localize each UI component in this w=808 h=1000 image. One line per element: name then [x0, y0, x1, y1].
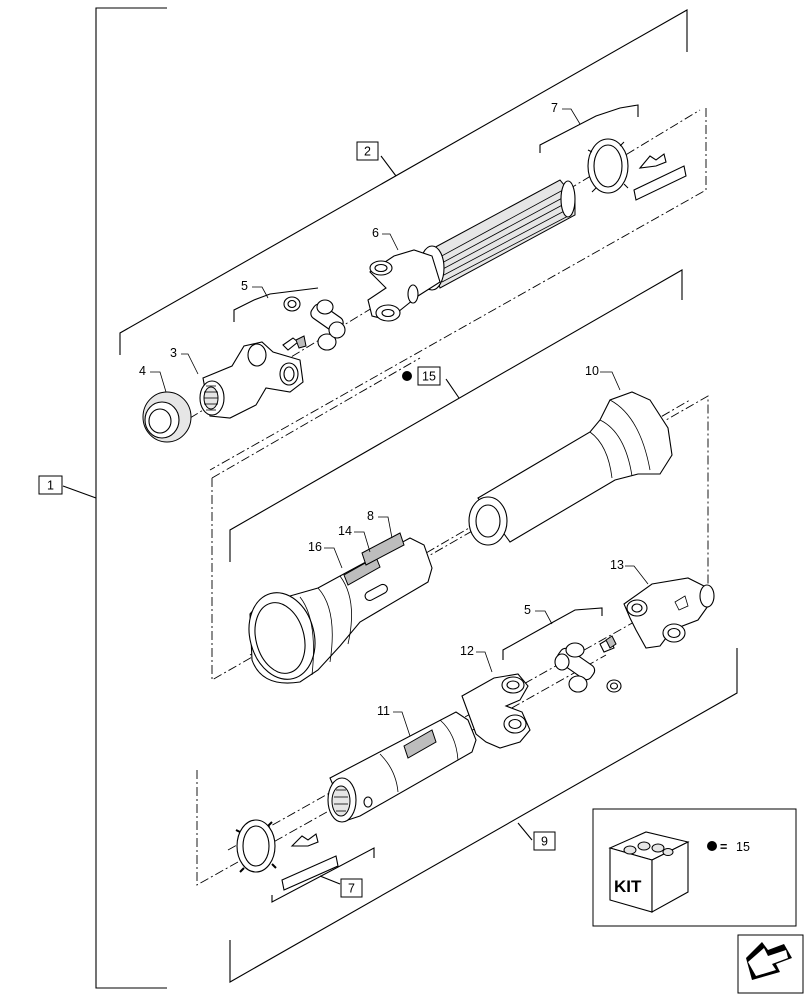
part-5-cross-upper — [282, 296, 346, 351]
part-11-tube — [327, 711, 477, 823]
callout-10: 10 — [585, 364, 621, 391]
middle-group-bracket — [229, 269, 683, 562]
svg-text:6: 6 — [372, 226, 379, 240]
svg-text:10: 10 — [585, 364, 599, 378]
callout-7a: 7 — [551, 101, 581, 125]
bullet-dot-15 — [402, 371, 412, 381]
svg-text:9: 9 — [541, 835, 548, 849]
callout-12: 12 — [460, 644, 493, 673]
callout-6: 6 — [372, 226, 399, 251]
callout-13: 13 — [610, 558, 649, 585]
kit-ref-number: 15 — [736, 840, 750, 854]
part-7-ring-lower — [235, 819, 277, 873]
bullet-dot-legend — [707, 841, 717, 851]
svg-text:8: 8 — [367, 509, 374, 523]
part-7-decals-lower — [281, 833, 339, 891]
part-14-8-decals — [343, 532, 405, 602]
svg-text:15: 15 — [422, 370, 436, 384]
kit-legend: KIT = 15 — [592, 808, 797, 927]
svg-text:14: 14 — [338, 524, 352, 538]
part-4-ring — [142, 391, 192, 443]
callout-3: 3 — [170, 346, 199, 375]
callout-8: 8 — [367, 509, 393, 539]
part-6-sliding-yoke — [367, 179, 576, 322]
callout-5a: 5 — [241, 279, 269, 299]
middle-centerline — [211, 357, 709, 681]
svg-text:3: 3 — [170, 346, 177, 360]
svg-text:2: 2 — [364, 145, 371, 159]
part-16-inner-guard — [248, 537, 433, 684]
part-5-cross-lower — [554, 635, 622, 693]
callout-16: 16 — [308, 540, 343, 569]
callout-7-lower-bracket — [271, 847, 375, 903]
kit-box-icon: KIT — [608, 831, 690, 913]
part-3-yoke — [199, 341, 304, 419]
next-page-arrow-icon[interactable] — [737, 934, 804, 994]
equals-sign: = — [720, 840, 727, 854]
svg-text:12: 12 — [460, 644, 474, 658]
callout-2[interactable]: 2 — [356, 141, 379, 161]
svg-text:7: 7 — [551, 101, 558, 115]
callout-7-upper-bracket — [539, 104, 639, 153]
callout-7b[interactable]: 7 — [340, 878, 363, 898]
svg-text:7: 7 — [348, 882, 355, 896]
callout-1[interactable]: 1 — [38, 475, 63, 495]
callout-14: 14 — [338, 524, 371, 553]
callout-5-lower-bracket — [502, 607, 603, 660]
part-12-yoke — [461, 673, 531, 749]
main-bracket — [62, 7, 167, 989]
svg-text:11: 11 — [377, 704, 390, 718]
callout-11: 11 — [377, 704, 411, 737]
callout-4: 4 — [139, 364, 167, 393]
callout-5-upper-bracket — [233, 287, 319, 322]
callout-15[interactable]: 15 — [417, 366, 441, 386]
svg-text:13: 13 — [610, 558, 624, 572]
part-13-yoke — [623, 577, 715, 649]
part-10-outer-guard — [468, 391, 673, 546]
svg-text:KIT: KIT — [614, 877, 642, 896]
svg-text:5: 5 — [241, 279, 248, 293]
svg-text:4: 4 — [139, 364, 146, 378]
svg-text:5: 5 — [524, 603, 531, 617]
callout-5b: 5 — [524, 603, 553, 625]
lower-group-bracket — [229, 648, 738, 983]
svg-text:1: 1 — [47, 479, 54, 493]
part-7-decals-upper — [633, 153, 687, 201]
upper-group-bracket — [119, 9, 688, 355]
callout-9[interactable]: 9 — [533, 831, 556, 851]
svg-text:16: 16 — [308, 540, 322, 554]
part-7-ring-upper — [587, 138, 629, 194]
